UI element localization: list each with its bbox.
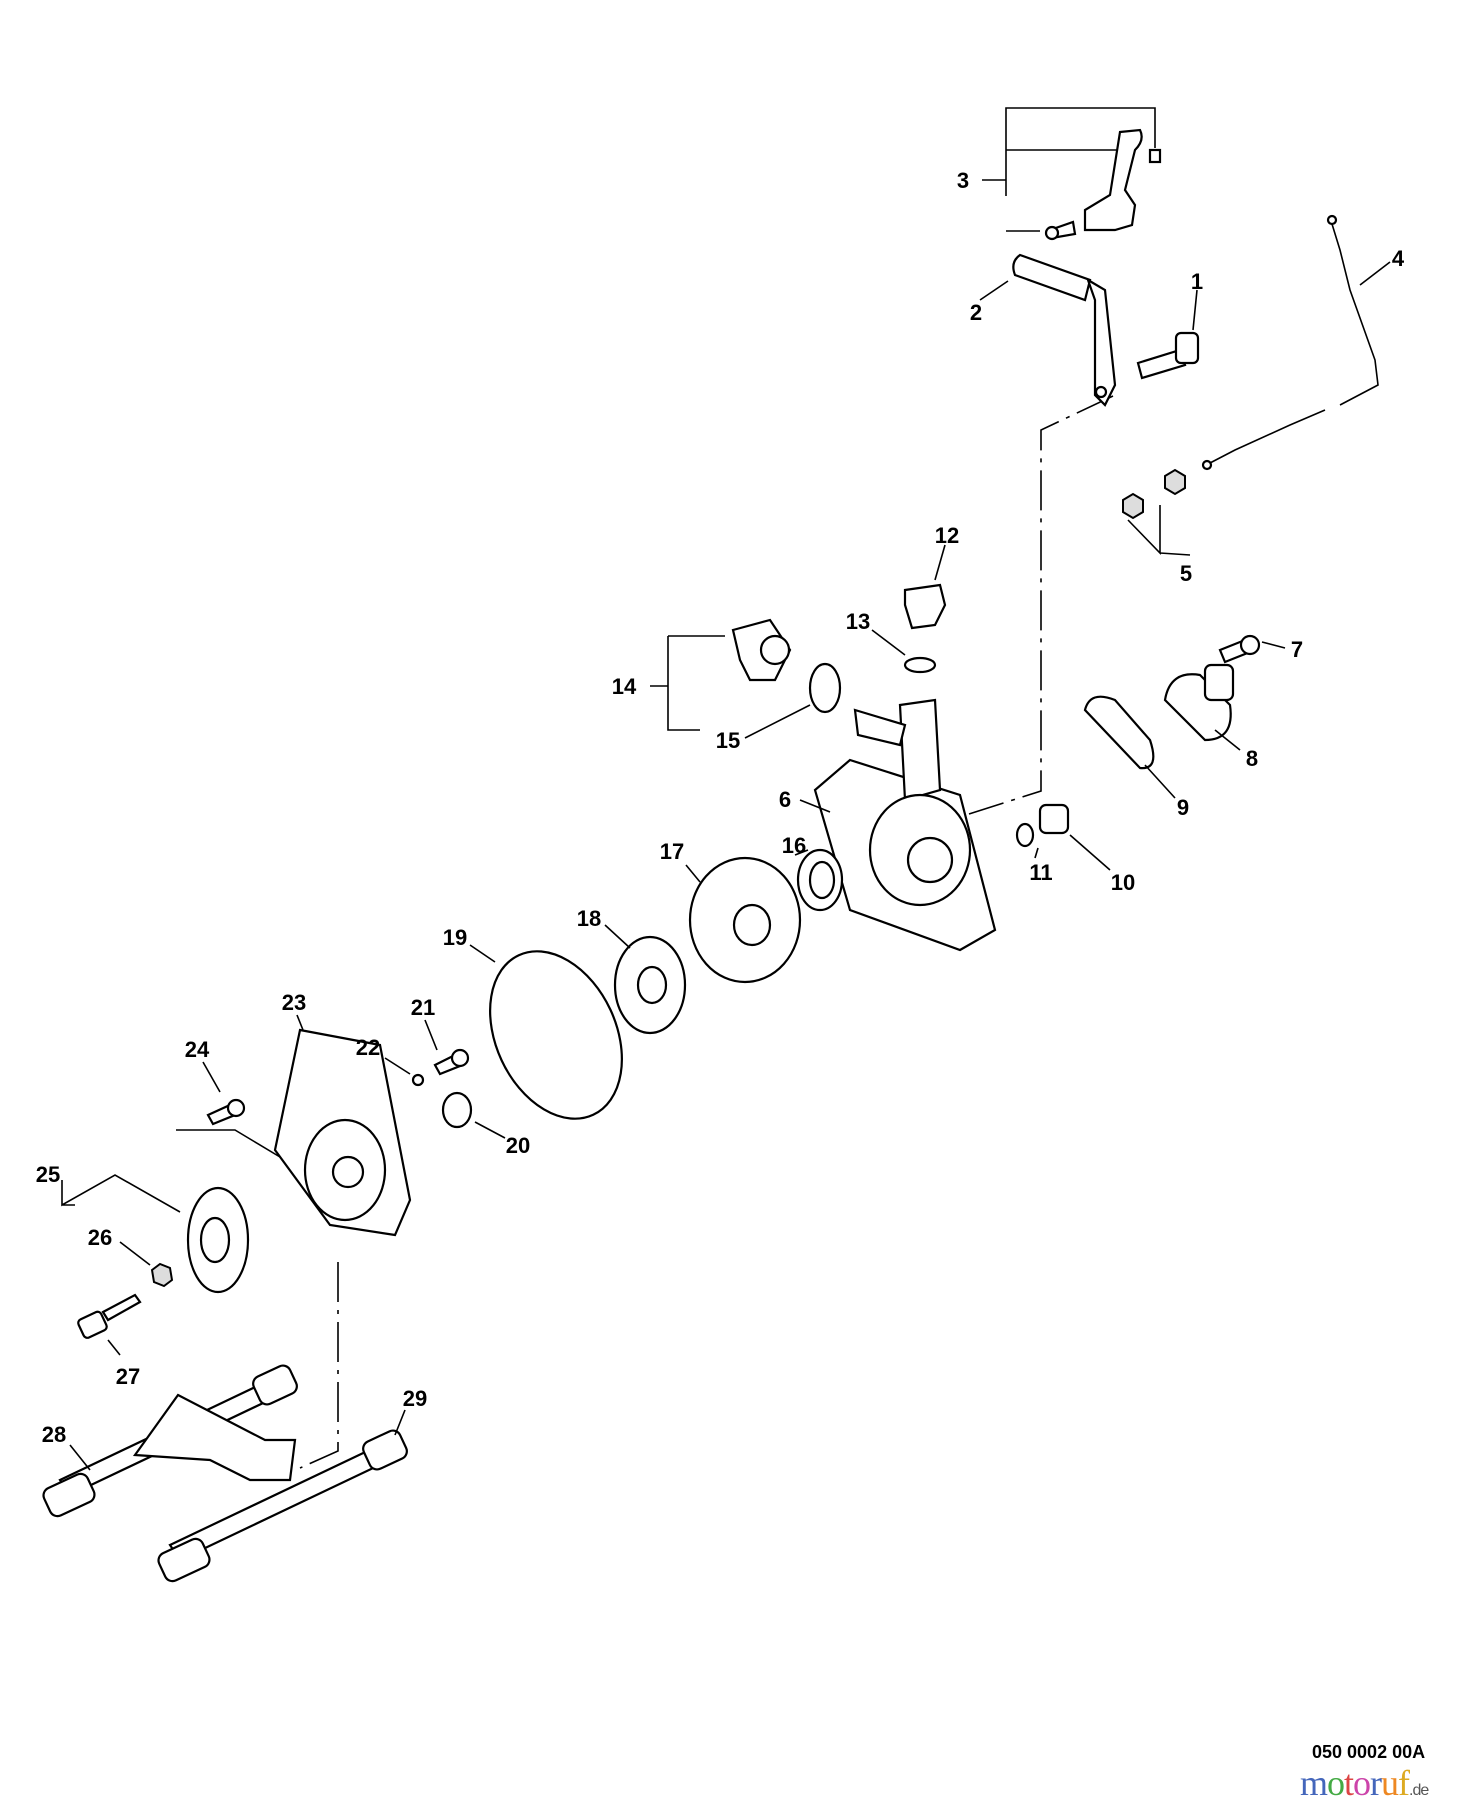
part-27-spark-plug <box>77 1293 142 1356</box>
label-28: 28 <box>42 1422 66 1447</box>
label-16: 16 <box>782 833 806 858</box>
part-9-gasket <box>1083 695 1176 799</box>
part-4-cable <box>1201 214 1391 471</box>
label-11: 11 <box>1029 860 1052 885</box>
label-27: 27 <box>116 1364 140 1389</box>
part-3-throttle-lever <box>982 107 1162 241</box>
label-24: 24 <box>185 1037 210 1062</box>
watermark-suffix: .de <box>1409 1782 1429 1799</box>
part-25-bearing-housing <box>61 1174 250 1294</box>
part-22-washer <box>384 1057 425 1087</box>
alignment-line-handle <box>968 395 1114 815</box>
part-8-outlet-flange <box>1163 663 1241 751</box>
label-29: 29 <box>403 1386 427 1411</box>
watermark-letter: u <box>1381 1763 1399 1800</box>
part-6-pump-housing <box>799 698 997 952</box>
part-1-bolt <box>1136 289 1200 380</box>
alignment-line-frame <box>299 1262 339 1469</box>
label-7: 7 <box>1291 637 1303 662</box>
part-17-impeller <box>685 856 802 984</box>
label-3: 3 <box>957 168 969 193</box>
label-25: 25 <box>36 1162 60 1187</box>
label-19: 19 <box>443 925 467 950</box>
label-22: 22 <box>356 1035 380 1060</box>
watermark-logo: motoruf.de <box>1300 1762 1429 1800</box>
part-2-handle <box>979 253 1117 407</box>
watermark-letter: r <box>1370 1763 1382 1800</box>
label-14: 14 <box>612 674 637 699</box>
part-29-frame-bar <box>394 1409 406 1436</box>
label-15: 15 <box>716 728 740 753</box>
part-13-o-ring <box>871 629 937 674</box>
label-18: 18 <box>577 906 601 931</box>
part-11-o-ring <box>1015 822 1039 859</box>
part-5-nuts <box>1122 468 1191 556</box>
watermark-letter: f <box>1398 1763 1410 1800</box>
watermark-letter: o <box>1353 1763 1371 1800</box>
part-23-rear-cover <box>273 1014 412 1237</box>
label-2: 2 <box>970 300 982 325</box>
label-1: 1 <box>1191 269 1203 294</box>
label-10: 10 <box>1111 870 1135 895</box>
part-28-frame <box>42 1364 408 1583</box>
label-12: 12 <box>935 523 959 548</box>
part-12-plug <box>903 544 947 630</box>
part-19-o-ring <box>469 944 623 1120</box>
part-15-gasket <box>744 662 842 739</box>
label-13: 13 <box>846 609 870 634</box>
label-8: 8 <box>1246 746 1258 771</box>
part-16-seal <box>794 848 844 912</box>
part-14-fitting <box>650 618 792 731</box>
part-26-nut <box>119 1241 174 1288</box>
drawing-code: 050 0002 00A <box>1312 1742 1426 1762</box>
part-10-drain-plug <box>1038 803 1111 871</box>
part-24-bolt <box>202 1061 246 1126</box>
part-20-seal-ring <box>441 1091 506 1139</box>
label-4: 4 <box>1392 246 1405 271</box>
label-23: 23 <box>282 990 306 1015</box>
part-21-screw <box>424 1019 470 1076</box>
part-labels: 1 2 3 4 5 6 7 8 9 10 11 12 13 14 15 16 1… <box>36 168 1405 1447</box>
label-9: 9 <box>1177 795 1189 820</box>
part-7-screw <box>1218 634 1286 664</box>
watermark-letter: o <box>1327 1763 1345 1800</box>
label-6: 6 <box>779 787 791 812</box>
watermark-letter: t <box>1344 1763 1354 1800</box>
label-26: 26 <box>88 1225 112 1250</box>
label-21: 21 <box>411 995 435 1020</box>
part-18-wear-plate <box>604 924 687 1035</box>
alignment-line-bolt <box>176 1129 286 1161</box>
watermark-letter: m <box>1300 1763 1328 1800</box>
label-5: 5 <box>1180 561 1192 586</box>
label-20: 20 <box>506 1133 530 1158</box>
label-17: 17 <box>660 839 684 864</box>
